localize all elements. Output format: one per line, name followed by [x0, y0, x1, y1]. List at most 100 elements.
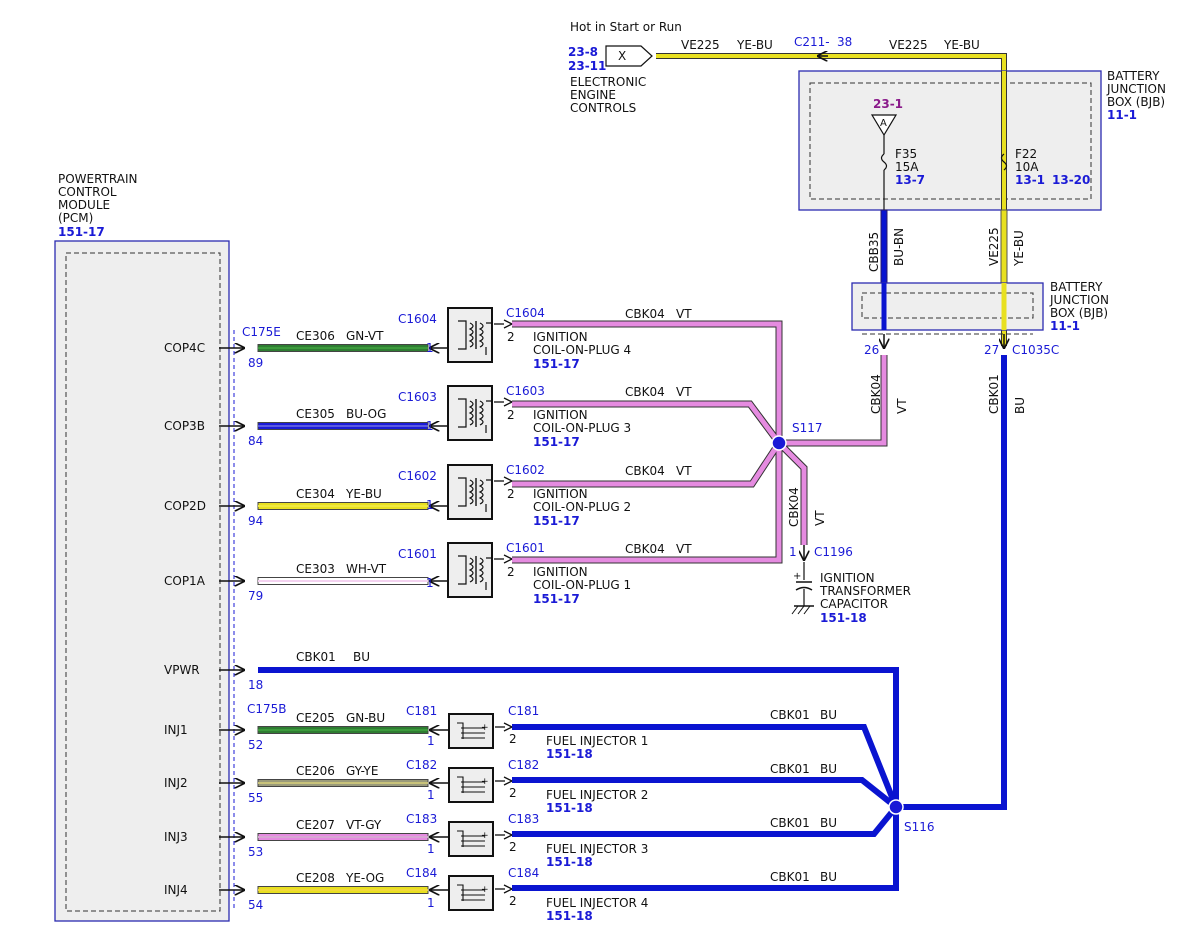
injector-wire-color: BU [820, 870, 837, 884]
cbk01-vertical-label: CBK01 [987, 374, 1001, 414]
coil-pin2: 2 [507, 565, 515, 579]
bu-vertical-label: BU [1013, 397, 1027, 414]
injector-label: FUEL INJECTOR 4 [546, 896, 648, 910]
coil-wire-circuit: CBK04 [625, 542, 665, 556]
pcm-inner [65, 252, 221, 912]
bjb-bottom-title-3: BOX (BJB) [1050, 306, 1108, 320]
coil-pin2: 2 [507, 487, 515, 501]
coil-conn-label-left: C1601 [398, 547, 437, 561]
f22-amp: 10A [1015, 160, 1039, 174]
f35-fuse-icon [880, 153, 888, 171]
f22-ref-1: 13-1 [1015, 173, 1045, 187]
pcm-pin-number: 84 [248, 434, 263, 448]
c175b-label: C175B [247, 702, 287, 716]
coil-conn-label-right: C1601 [506, 541, 545, 555]
capacitor-label-1: IGNITION [820, 571, 875, 585]
coil-pin2: 2 [507, 408, 515, 422]
injector-conn-label-right: C181 [508, 704, 539, 718]
injector-conn-label-right: C184 [508, 866, 539, 880]
coil-pin2: 2 [507, 330, 515, 344]
injector-conn-label-left: C181 [406, 704, 437, 718]
bjb-bottom-title-1: BATTERY [1050, 280, 1103, 294]
coil-label-2: COIL-ON-PLUG 2 [533, 500, 631, 514]
a-label: A [880, 118, 887, 129]
injector-box [448, 767, 494, 803]
injector-out-arrow [503, 776, 513, 786]
pin-26: 26 [864, 343, 879, 357]
coil-conn-label-left: C1603 [398, 390, 437, 404]
coil-wire-circuit: CBK04 [625, 385, 665, 399]
eec-x-label: X [618, 49, 626, 63]
coil-conn-label-right: C1602 [506, 463, 545, 477]
wire-cbk04-bjb [779, 355, 887, 446]
wire-cbk04-coil1 [512, 443, 782, 563]
blue-network: S116 CBK01 BU CBK01 BU [258, 355, 1027, 891]
pcm-pin-number: 55 [248, 791, 263, 805]
wire-circuit-label: CE305 [296, 407, 335, 421]
coil-out-arrow [503, 397, 513, 407]
c175e-label: C175E [242, 325, 281, 339]
wire-circuit-label: CE207 [296, 818, 335, 832]
wire-cbk04-capacitor [777, 441, 807, 545]
wire-circuit-label: CE306 [296, 329, 335, 343]
coil-pin1: 1 [426, 498, 434, 512]
pcm-module: POWERTRAIN CONTROL MODULE (PCM) 151-17 C… [54, 172, 287, 922]
capacitor-plate-bottom [795, 586, 813, 591]
eec-connector-shape [605, 45, 653, 67]
eec-label-2: ENGINE [570, 88, 616, 102]
injector-coil-icon [457, 776, 485, 793]
injector-conn-label-right: C182 [508, 758, 539, 772]
pcm-pin-number: 52 [248, 738, 263, 752]
ref-23-8: 23-8 [568, 45, 598, 59]
splice-s117 [771, 435, 787, 451]
c1035c-label: C1035C [1012, 343, 1059, 357]
wire-cbk01-bjb [896, 355, 1007, 810]
injector-pin2: 2 [509, 786, 517, 800]
injector-pin2: 2 [509, 840, 517, 854]
coil-label-1: IGNITION [533, 487, 588, 501]
wire-color-label: GY-YE [346, 764, 378, 778]
coil-wire-circuit: CBK04 [625, 307, 665, 321]
ref-23-11: 23-11 [568, 59, 606, 73]
eec-label-1: ELECTRONIC [570, 75, 646, 89]
injector-conn-label-left: C182 [406, 758, 437, 772]
coil-wire-circuit: CBK04 [625, 464, 665, 478]
injector-box [448, 821, 494, 857]
injector-ref: 151-18 [546, 747, 593, 761]
c1196-label: C1196 [814, 545, 853, 559]
capacitor-label-2: TRANSFORMER [819, 584, 911, 598]
coil-label-1: IGNITION [533, 408, 588, 422]
coil-pin1: 1 [426, 341, 434, 355]
wire-cbk04-coil4 [512, 321, 782, 443]
wire-cbk01-inj2 [512, 777, 898, 810]
coil-out-arrow [503, 319, 513, 329]
a-triangle-icon [870, 114, 898, 137]
wire-cbk01-inj3 [512, 805, 899, 837]
violet-network: S117 CBK04 VT CBK04 VT 1 C1196 [512, 320, 909, 564]
coil-winding-icon [458, 398, 467, 428]
injector-plus: + [481, 777, 489, 787]
c211-pin: 38 [837, 35, 852, 49]
cap-vt-label: VT [813, 510, 827, 526]
coil-wire-color: VT [676, 307, 692, 321]
injector-wire-circuit: CBK01 [770, 816, 810, 830]
injector-ref: 151-18 [546, 909, 593, 923]
coil-wire-color: VT [676, 385, 692, 399]
bjb-top-title-3: BOX (BJB) [1107, 95, 1165, 109]
pcm-title-1: POWERTRAIN [58, 172, 138, 186]
wire-circuit-label: CE304 [296, 487, 335, 501]
coil-conn-label-right: C1603 [506, 384, 545, 398]
pcm-pin-name: INJ1 [164, 723, 188, 737]
pcm-pin-number: 54 [248, 898, 263, 912]
injector-coil-icon [457, 722, 485, 739]
wire-color-label: GN-VT [346, 329, 384, 343]
ref-23-1: 23-1 [873, 97, 903, 111]
